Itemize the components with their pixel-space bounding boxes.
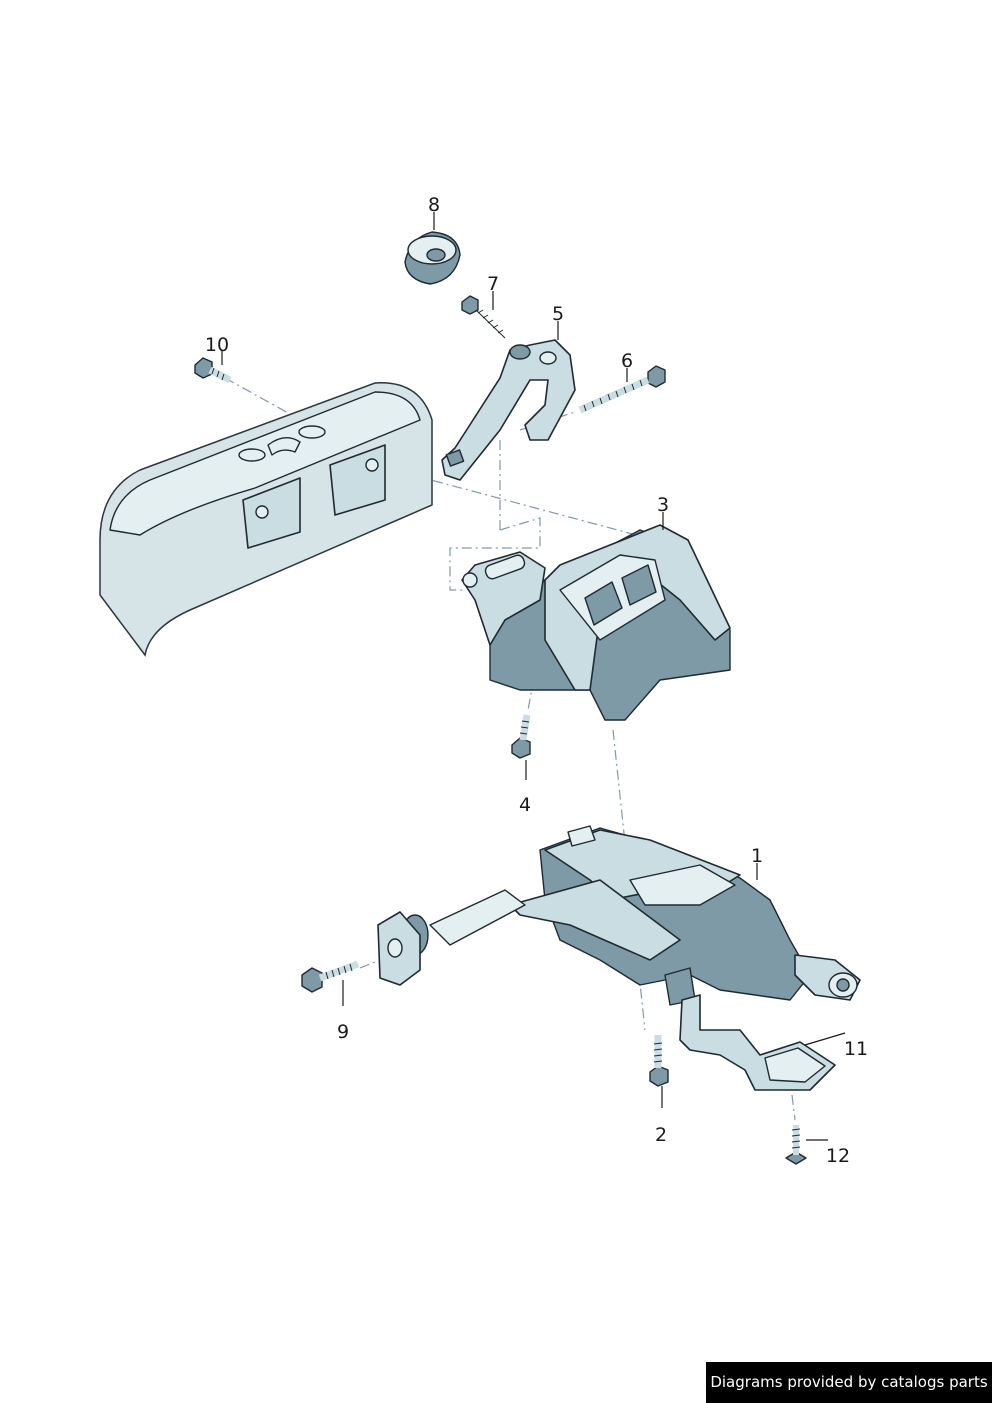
grommet-part-8 xyxy=(404,231,461,285)
callout-5: 5 xyxy=(552,303,564,325)
footer-credit: Diagrams provided by catalogs parts xyxy=(706,1362,992,1403)
bolt-part-9 xyxy=(301,960,360,993)
steering-column-part-1 xyxy=(377,825,861,1006)
bolt-part-6 xyxy=(578,365,666,414)
callout-9: 9 xyxy=(337,1021,349,1043)
callout-7: 7 xyxy=(487,273,499,295)
bolt-part-2 xyxy=(649,1035,669,1087)
bolt-part-10 xyxy=(194,357,232,384)
bolt-part-7 xyxy=(461,295,506,339)
callout-6: 6 xyxy=(621,350,633,372)
callout-2: 2 xyxy=(655,1124,667,1146)
column-bracket-part-3 xyxy=(461,524,731,721)
callout-1: 1 xyxy=(751,845,763,867)
callout-leaders xyxy=(221,212,846,1141)
callout-8: 8 xyxy=(428,194,440,216)
callout-3: 3 xyxy=(657,494,669,516)
bracket-part-5 xyxy=(441,339,576,481)
screw-part-12 xyxy=(785,1125,807,1165)
callout-4: 4 xyxy=(519,794,531,816)
callout-labels: 1 2 3 4 5 6 7 8 9 10 11 12 xyxy=(205,194,868,1167)
dashboard-crossmember xyxy=(99,382,433,657)
callout-12: 12 xyxy=(826,1145,850,1167)
callout-10: 10 xyxy=(205,334,229,356)
lever-part-11 xyxy=(679,994,836,1091)
callout-11: 11 xyxy=(844,1038,868,1060)
bolt-part-4 xyxy=(511,714,531,759)
